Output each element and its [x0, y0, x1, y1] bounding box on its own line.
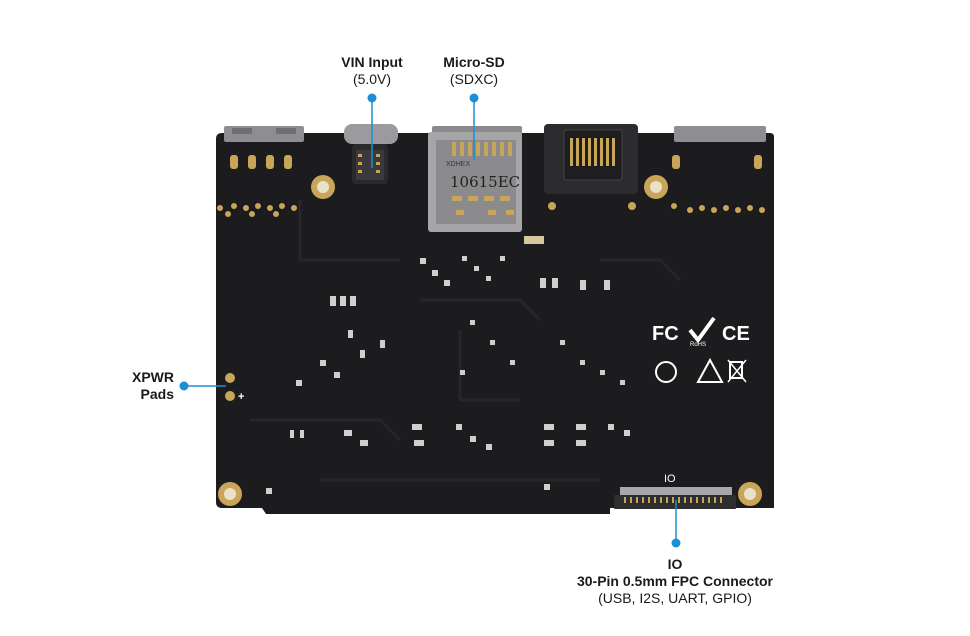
callout-vin-title: VIN Input	[341, 54, 403, 70]
callout-xpwr-line1: XPWR	[132, 369, 174, 385]
vin-usb-c-port	[344, 124, 398, 184]
esd-icon	[696, 357, 724, 383]
sd-card-marking: 10615EC	[450, 173, 520, 191]
cert-marks: FC RoHS CE	[652, 316, 750, 383]
gold-pads-left	[217, 155, 297, 217]
xpwr-pads: +	[225, 373, 244, 403]
callout-xpwr-pads: XPWR Pads	[104, 369, 174, 403]
callout-io-detail: (USB, I2S, UART, GPIO)	[598, 590, 752, 606]
callout-lines	[179, 93, 681, 548]
pcb-board	[216, 133, 774, 514]
callout-vin-input: VIN Input (5.0V)	[322, 54, 422, 88]
callout-io-subtitle: 30-Pin 0.5mm FPC Connector	[576, 573, 774, 589]
rohs-check-icon	[688, 316, 716, 344]
gold-pads-right	[671, 155, 765, 213]
usb-connector-right	[674, 126, 766, 142]
microsd-slot: XDHEX 10615EC	[428, 132, 522, 232]
plus-mark: +	[238, 391, 244, 403]
callout-micro-sd: Micro-SD (SDXC)	[424, 54, 524, 88]
rohs-mark: RoHS	[690, 342, 706, 348]
weee-bin-icon	[729, 361, 743, 379]
callout-io-connector: IO 30-Pin 0.5mm FPC Connector (USB, I2S,…	[540, 556, 810, 607]
sd-brand-marking: XDHEX	[446, 161, 470, 168]
no-pb-icon	[655, 361, 677, 383]
callout-vin-subtitle: (5.0V)	[352, 71, 392, 87]
usb-connector-left	[224, 126, 304, 142]
mounting-holes	[218, 175, 762, 506]
ce-mark: CE	[722, 323, 750, 345]
smd-components	[266, 236, 630, 494]
callout-sd-title: Micro-SD	[443, 54, 505, 70]
callout-xpwr-line2: Pads	[140, 386, 174, 402]
callout-sd-subtitle: (SDXC)	[449, 71, 499, 87]
io-silkscreen: IO	[664, 473, 676, 485]
io-fpc-connector: IO	[614, 473, 736, 509]
fc-mark: FC	[652, 323, 679, 345]
callout-io-title: IO	[667, 556, 683, 572]
ethernet-port	[544, 124, 638, 210]
